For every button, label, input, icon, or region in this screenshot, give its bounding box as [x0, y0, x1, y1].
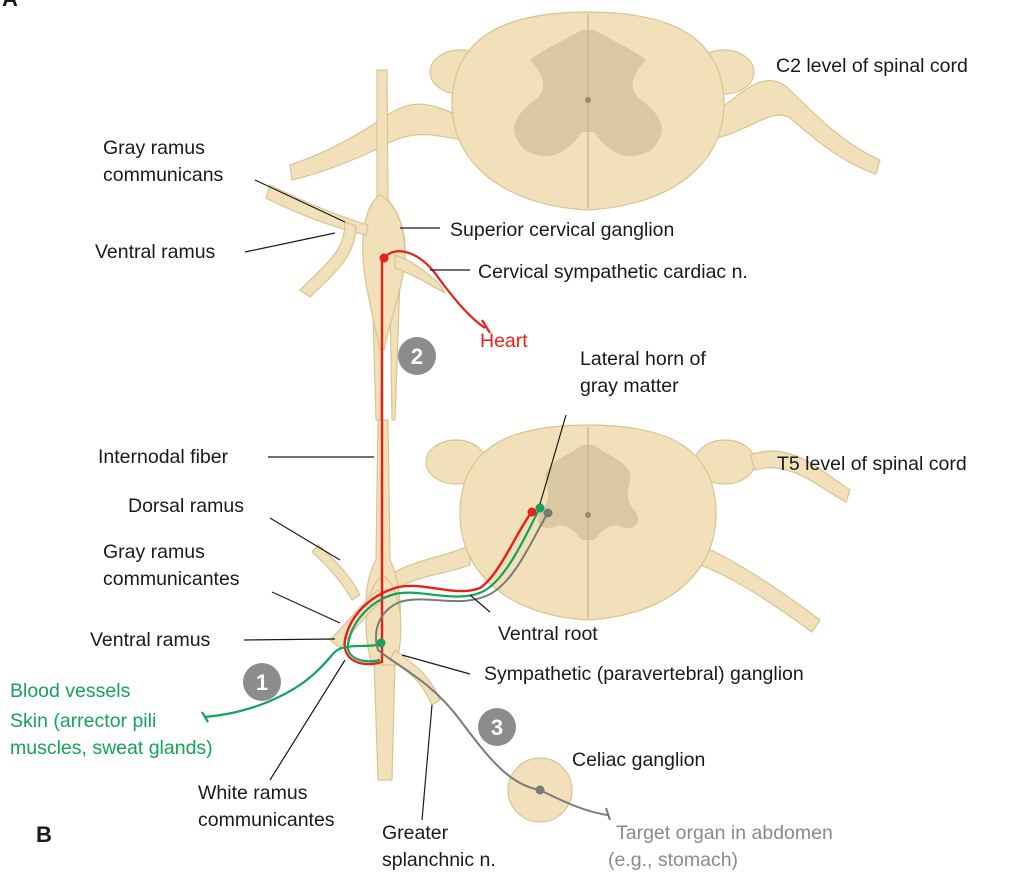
t5-right-spinal-nerve — [700, 545, 820, 632]
badge-1-number: 1 — [256, 670, 268, 695]
label-heart: Heart — [480, 330, 528, 352]
label-t5-level: T5 level of spinal cord — [777, 453, 967, 475]
label-white-ramus-2: communicantes — [198, 809, 335, 831]
label-gray-ramus-communicans-1: Gray ramus — [103, 137, 205, 159]
label-c2-level: C2 level of spinal cord — [776, 55, 968, 77]
label-superior-cervical-ganglion: Superior cervical ganglion — [450, 219, 674, 241]
c2-right-spinal-nerve — [700, 81, 880, 174]
label-internodal-fiber: Internodal fiber — [98, 446, 229, 468]
label-dorsal-ramus: Dorsal ramus — [128, 495, 244, 517]
label-celiac-ganglion: Celiac ganglion — [572, 749, 705, 771]
label-ventral-root: Ventral root — [498, 623, 598, 645]
gray-cell-body — [544, 509, 553, 518]
panel-label-a: A — [2, 0, 18, 11]
label-cervical-cardiac-nerve: Cervical sympathetic cardiac n. — [478, 261, 748, 283]
label-target-organ-2: (e.g., stomach) — [608, 849, 738, 871]
label-lateral-horn-1: Lateral horn of — [580, 348, 706, 370]
badge-3-number: 3 — [491, 715, 503, 740]
label-lateral-horn-2: gray matter — [580, 375, 679, 397]
label-ventral-ramus-upper: Ventral ramus — [95, 241, 216, 263]
label-target-organ-1: Target organ in abdomen — [616, 822, 833, 844]
label-white-ramus-1: White ramus — [198, 782, 308, 804]
label-gray-ramus-communicantes-1: Gray ramus — [103, 541, 205, 563]
label-gray-ramus-communicans-2: communicans — [103, 164, 224, 186]
panel-label-b: B — [36, 822, 52, 847]
badge-2-number: 2 — [411, 344, 423, 369]
label-skin-1: Skin (arrector pili — [10, 710, 156, 732]
green-cell-body — [536, 504, 545, 513]
label-skin-2: muscles, sweat glands) — [10, 737, 213, 759]
label-greater-splanchnic-2: splanchnic n. — [382, 849, 496, 871]
lower-dorsal-ramus-shape — [312, 545, 360, 600]
label-blood-vessels: Blood vessels — [10, 680, 131, 702]
green-postganglionic-fiber — [205, 643, 381, 717]
label-gray-ramus-communicantes-2: communicantes — [103, 568, 240, 590]
upper-gray-ramus-shape — [300, 222, 356, 297]
label-ventral-ramus-lower: Ventral ramus — [90, 629, 211, 651]
label-greater-splanchnic-1: Greater — [382, 822, 449, 844]
label-sympathetic-ganglion: Sympathetic (paravertebral) ganglion — [484, 663, 804, 685]
